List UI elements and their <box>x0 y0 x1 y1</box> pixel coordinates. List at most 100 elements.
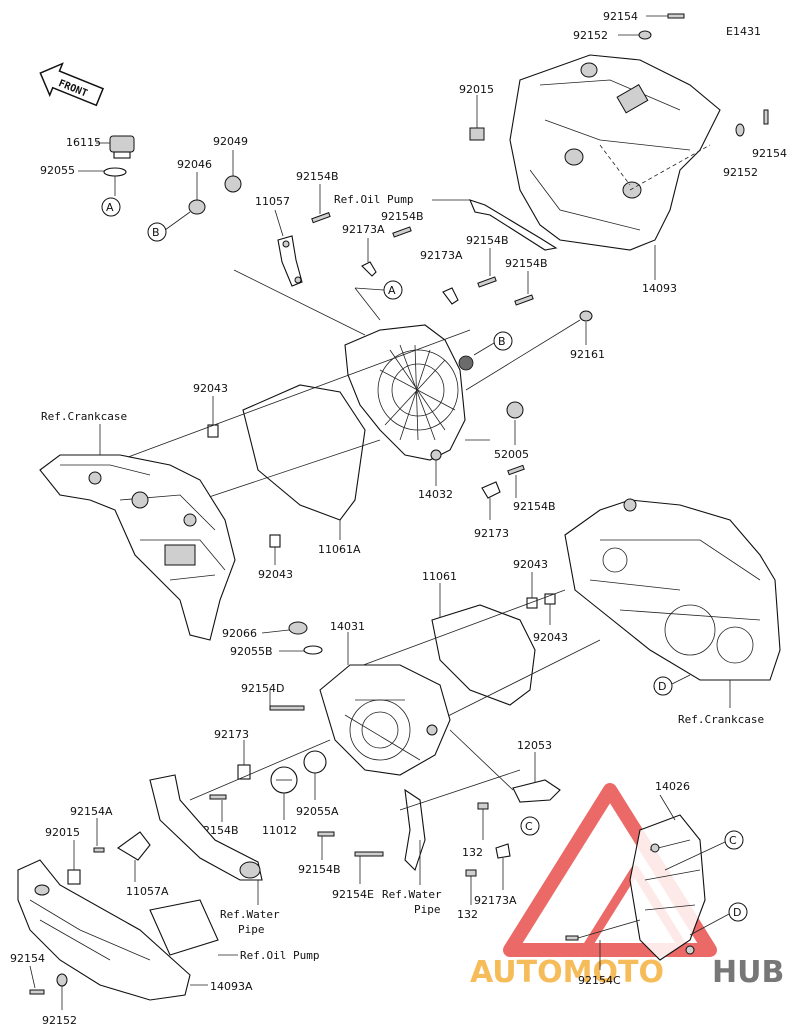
label-92154c: 92154C <box>578 974 621 987</box>
label-92154b-7: 92154B <box>298 863 341 876</box>
bracket-11057 <box>277 235 303 287</box>
label-92046: 92046 <box>177 158 212 171</box>
bolt-132-2 <box>465 869 477 877</box>
bolt-132-1 <box>477 802 489 810</box>
oil-pipe-bracket <box>469 199 558 251</box>
label-92154d: 92154D <box>241 682 284 695</box>
label-92043-3: 92043 <box>513 558 548 571</box>
svg-text:A: A <box>106 201 114 214</box>
gasket-11061a <box>242 384 366 521</box>
label-14093: 14093 <box>642 282 677 295</box>
guide-12053 <box>512 779 561 803</box>
label-92173a-2: 92173A <box>420 249 463 262</box>
ref-oil-pump-bottom: Ref.Oil Pump <box>240 949 319 962</box>
bolt-92154b-5 <box>507 464 525 476</box>
label-92154a: 92154A <box>70 805 113 818</box>
label-12053: 12053 <box>517 739 552 752</box>
collar-92015-bottom <box>67 869 81 885</box>
bolt-92154b-3 <box>477 276 497 288</box>
oil-pump-bracket-bottom <box>149 899 219 956</box>
label-14093a: 14093A <box>210 980 253 993</box>
dowel-92043-2 <box>269 534 281 548</box>
oring-92055a <box>303 750 327 774</box>
automotohub-logo: AUTOMOTO HUB <box>470 783 784 990</box>
label-92015-bottom: 92015 <box>45 826 80 839</box>
callout-d-bottom: D <box>728 902 748 922</box>
label-14032: 14032 <box>418 488 453 501</box>
clamp-92173a-3 <box>495 843 511 859</box>
label-92154-top: 92154 <box>603 10 638 23</box>
washer-92152-bl <box>56 973 68 987</box>
oil-cap-16115 <box>109 135 135 159</box>
label-92154b-4: 92154B <box>505 257 548 270</box>
bolt-92154a <box>93 847 105 853</box>
label-16115: 16115 <box>66 136 101 149</box>
label-92055a: 92055A <box>296 805 339 818</box>
label-92043-2: 92043 <box>258 568 293 581</box>
seal-92046 <box>188 199 206 215</box>
washer-92152-right <box>735 123 745 137</box>
bolt-92154-top <box>646 13 685 19</box>
front-arrow-icon: FRONT <box>39 62 105 107</box>
label-92154b-3: 92154B <box>466 234 509 247</box>
label-92154-right: 92154 <box>752 147 787 160</box>
oring-92055b <box>303 645 323 655</box>
collar-92015-top <box>469 127 485 141</box>
callout-c-right: C <box>724 830 744 850</box>
label-92049: 92049 <box>213 135 248 148</box>
label-92055: 92055 <box>40 164 75 177</box>
label-92173a-1: 92173A <box>342 223 385 236</box>
label-92152-top: 92152 <box>573 29 608 42</box>
bolt-92154d <box>269 705 305 711</box>
label-92173-2: 92173 <box>214 728 249 741</box>
washer-92152-top <box>638 30 652 40</box>
svg-text:B: B <box>152 226 160 239</box>
bolt-92154-right <box>763 109 769 125</box>
ref-oil-pump-top: Ref.Oil Pump <box>334 193 413 206</box>
bolt-92154b-1 <box>311 212 331 224</box>
callout-b-left: B <box>147 222 167 242</box>
plug-11012 <box>270 766 298 794</box>
label-92154e: 92154E <box>332 888 374 901</box>
label-92154b-1: 92154B <box>296 170 339 183</box>
label-92043-1: 92043 <box>193 382 228 395</box>
bolt-92154b-7 <box>317 831 335 837</box>
seal-52005 <box>506 401 524 419</box>
bolt-92154b-4 <box>514 294 534 306</box>
cover-14031 <box>319 664 451 776</box>
label-92015-top: 92015 <box>459 83 494 96</box>
svg-text:C: C <box>525 820 533 833</box>
label-11061a: 11061A <box>318 543 361 556</box>
label-92043-4: 92043 <box>533 631 568 644</box>
oring-92055 <box>103 167 127 177</box>
label-92152-right: 92152 <box>723 166 758 179</box>
dowel-92043-3 <box>526 597 538 609</box>
label-92154b-2: 92154B <box>381 210 424 223</box>
callout-c-mid: C <box>520 816 540 836</box>
diagram-code: E1431 <box>726 25 761 38</box>
label-92152-bl: 92152 <box>42 1014 77 1027</box>
callout-b-right: B <box>493 331 513 351</box>
label-11057: 11057 <box>255 195 290 208</box>
bracket-11057a <box>117 831 151 861</box>
clamp-92173 <box>481 481 501 499</box>
guard-14026 <box>629 814 706 961</box>
label-11012: 11012 <box>262 824 297 837</box>
seal-92049 <box>224 175 242 193</box>
callout-a-mid: A <box>383 280 403 300</box>
ref-water-pipe-c2: Pipe <box>414 903 441 916</box>
bolt-92154c <box>565 935 579 941</box>
label-92173a-3: 92173A <box>474 894 517 907</box>
ref-crankcase-left: Ref.Crankcase <box>41 410 127 423</box>
label-92161: 92161 <box>570 348 605 361</box>
crankcase-right <box>564 498 781 681</box>
callout-d-right: D <box>653 676 673 696</box>
bolt-92154-bl <box>29 989 45 995</box>
cover-14093 <box>509 54 721 251</box>
label-92055b: 92055B <box>230 645 273 658</box>
svg-text:A: A <box>388 284 396 297</box>
label-52005: 52005 <box>494 448 529 461</box>
ref-water-pipe-l1: Ref.Water <box>220 908 280 921</box>
clamp-92173a-1 <box>361 261 377 277</box>
